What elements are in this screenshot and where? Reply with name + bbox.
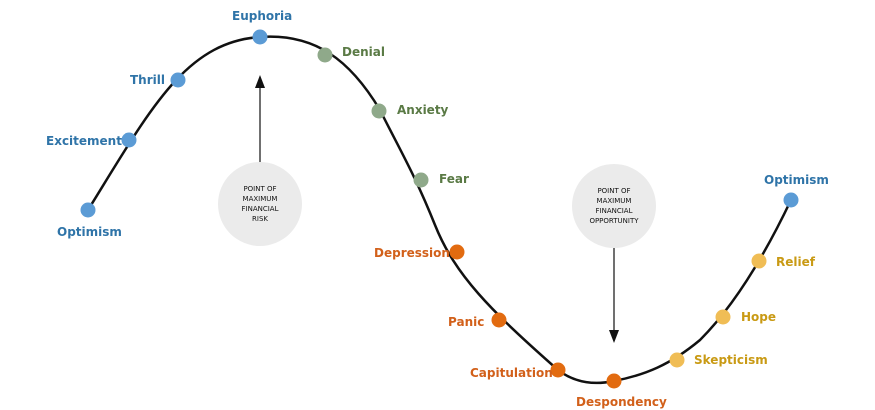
opportunity-callout-circle: POINT OF MAXIMUM FINANCIAL OPPORTUNITY	[572, 164, 656, 248]
stage-dot-thrill	[170, 72, 186, 88]
stage-dot-skepticism	[669, 352, 685, 368]
stage-label-hope: Hope	[741, 310, 777, 324]
opportunity-arrow	[609, 248, 619, 343]
stage-dot-euphoria	[252, 29, 268, 45]
risk-arrow	[255, 75, 265, 162]
stage-label-panic: Panic	[448, 315, 485, 329]
stage-label-denial: Denial	[342, 45, 385, 59]
stage-label-excitement: Excitement	[46, 134, 122, 148]
stage-label-thrill: Thrill	[130, 73, 165, 87]
stage-label-depression: Depression	[374, 246, 450, 260]
stage-dot-excitement	[121, 132, 137, 148]
stage-dot-relief	[751, 253, 767, 269]
stage-label-optimism-start: Optimism	[57, 225, 122, 239]
stage-dot-capitulation	[550, 362, 566, 378]
stage-label-capitulation: Capitulation	[470, 366, 553, 380]
stage-dot-denial	[317, 47, 333, 63]
stage-label-fear: Fear	[439, 172, 469, 186]
cycle-curve	[86, 35, 793, 385]
opportunity-callout-text: POINT OF MAXIMUM FINANCIAL OPPORTUNITY	[589, 187, 639, 225]
dots-layer	[80, 29, 799, 389]
stage-dot-fear	[413, 172, 429, 188]
stage-label-despondency: Despondency	[576, 395, 667, 409]
stage-dot-optimism-start	[80, 202, 96, 218]
stage-label-relief: Relief	[776, 255, 815, 269]
risk-callout-text: POINT OF MAXIMUM FINANCIAL RISK	[241, 185, 279, 223]
stage-dot-despondency	[606, 373, 622, 389]
risk-callout-circle: POINT OF MAXIMUM FINANCIAL RISK	[218, 162, 302, 246]
stage-label-optimism-end: Optimism	[764, 173, 829, 187]
stage-label-anxiety: Anxiety	[397, 103, 449, 117]
stage-dot-hope	[715, 309, 731, 325]
stage-dot-depression	[449, 244, 465, 260]
stage-dot-anxiety	[371, 103, 387, 119]
stage-label-skepticism: Skepticism	[694, 353, 768, 367]
stage-dot-optimism-end	[783, 192, 799, 208]
stage-dot-panic	[491, 312, 507, 328]
stage-label-euphoria: Euphoria	[232, 9, 293, 23]
